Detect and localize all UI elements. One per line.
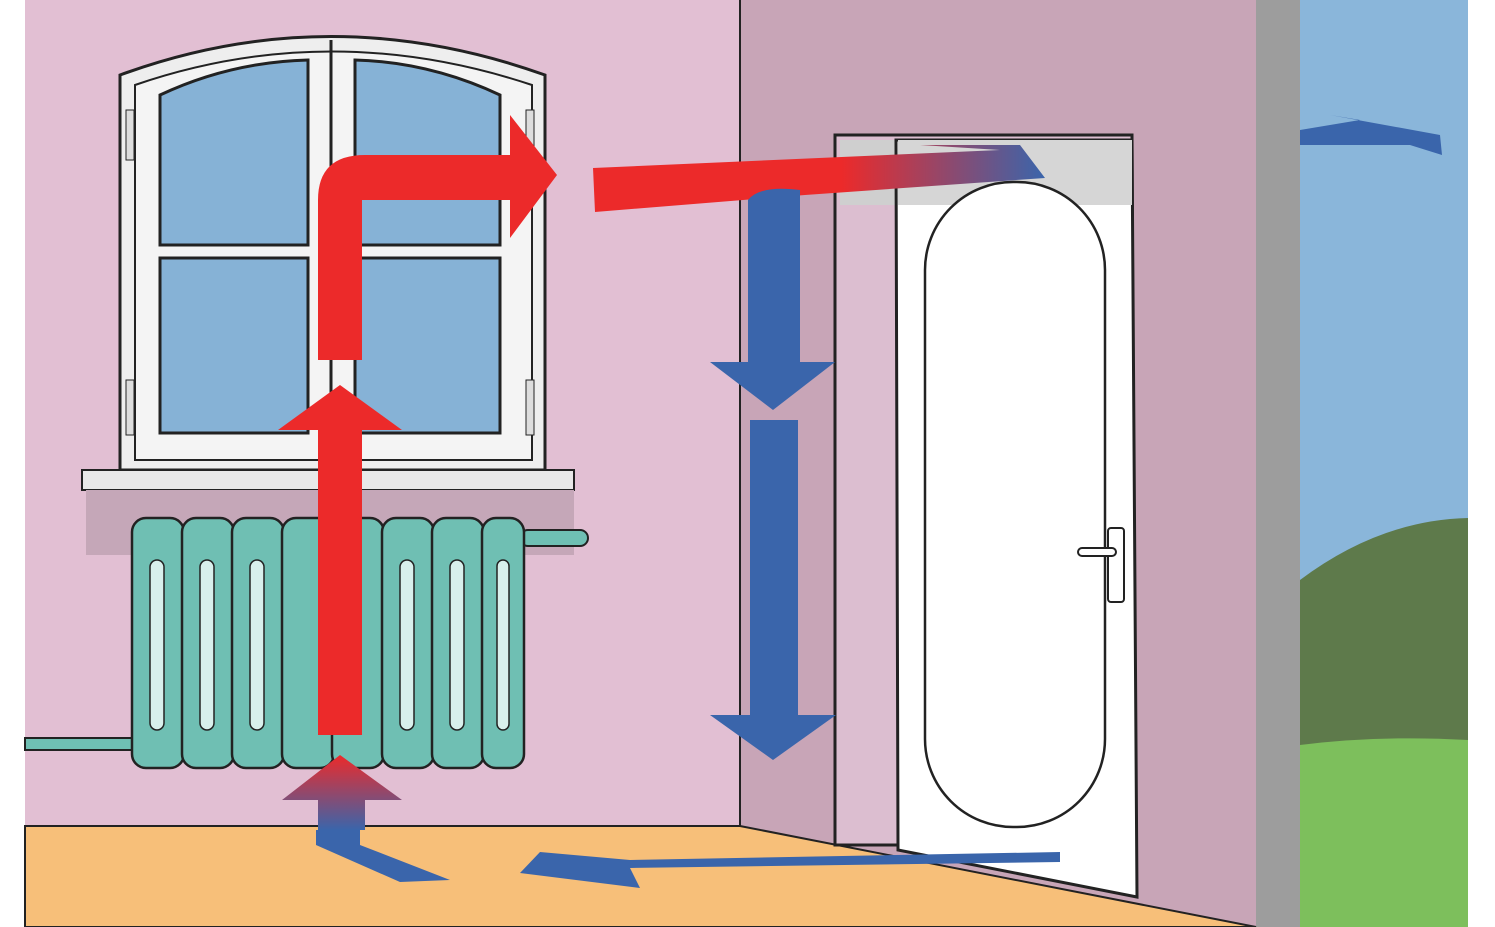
door-icon: [833, 133, 1139, 899]
radiator-icon: [24, 516, 589, 770]
wall-edge: [1256, 0, 1300, 927]
warm-air-arrow-icon: [278, 115, 1045, 830]
door-handle-icon[interactable]: [1077, 527, 1125, 603]
landscape-icon: [1300, 0, 1468, 927]
cool-air-arrow-icon: [316, 188, 1060, 888]
